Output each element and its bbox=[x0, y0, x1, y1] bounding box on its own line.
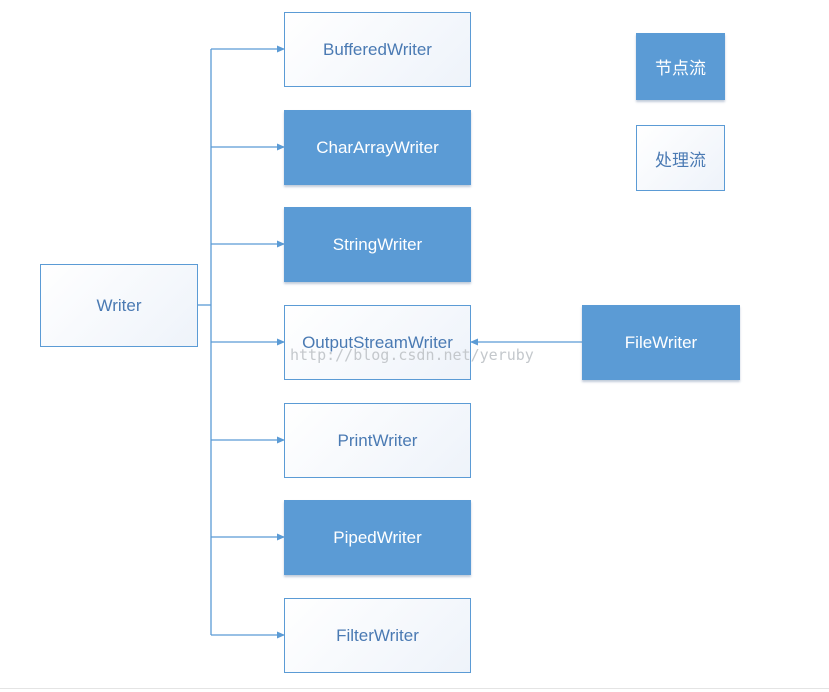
bufferedwriter-label: BufferedWriter bbox=[323, 39, 432, 59]
legend-processing-stream: 处理流 bbox=[636, 125, 725, 191]
pipedwriter-node: PipedWriter bbox=[284, 500, 471, 575]
stringwriter-node: StringWriter bbox=[284, 207, 471, 282]
legend-node-stream-label: 节点流 bbox=[655, 59, 706, 78]
bufferedwriter-node: BufferedWriter bbox=[284, 12, 471, 87]
filewriter-node: FileWriter bbox=[582, 305, 740, 380]
legend-node-stream: 节点流 bbox=[636, 33, 725, 100]
outputstreamwriter-node: OutputStreamWriter bbox=[284, 305, 471, 380]
filterwriter-label: FilterWriter bbox=[336, 625, 419, 645]
watermark-url: http://blog.csdn.net/yeruby bbox=[290, 346, 534, 364]
writer-label: Writer bbox=[96, 295, 142, 315]
printwriter-label: PrintWriter bbox=[337, 430, 418, 450]
filewriter-label: FileWriter bbox=[624, 332, 698, 352]
filterwriter-node: FilterWriter bbox=[284, 598, 471, 673]
chararraywriter-label: CharArrayWriter bbox=[316, 137, 439, 157]
bottom-divider bbox=[0, 688, 829, 689]
chararraywriter-node: CharArrayWriter bbox=[284, 110, 471, 185]
writer-node: Writer bbox=[40, 264, 198, 347]
outputstreamwriter-label: OutputStreamWriter bbox=[302, 332, 453, 352]
stringwriter-label: StringWriter bbox=[332, 234, 423, 254]
pipedwriter-label: PipedWriter bbox=[333, 527, 422, 547]
legend-processing-stream-label: 处理流 bbox=[655, 150, 706, 170]
printwriter-node: PrintWriter bbox=[284, 403, 471, 478]
